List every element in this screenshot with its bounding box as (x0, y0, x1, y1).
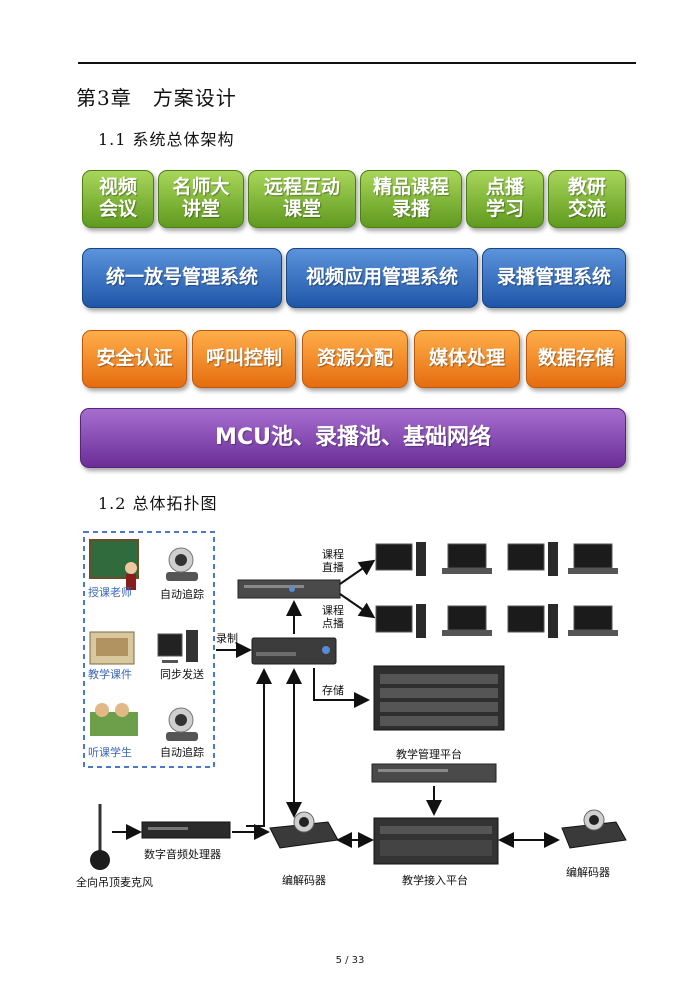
audio-processor-device (141, 821, 231, 839)
streaming-server (237, 579, 341, 599)
mic-label: 全向吊顶麦克风 (76, 876, 153, 889)
arch-box-call-control: 呼叫控制 (192, 330, 296, 388)
client-laptop-1 (442, 543, 492, 574)
section-title-topology: 1.2 总体拓扑图 (98, 494, 218, 513)
students-icon (90, 703, 138, 736)
teacher-label: 授课老师 (88, 586, 132, 599)
students-label: 听课学生 (88, 746, 132, 759)
topology-diagram: 授课老师 自动追踪 教学课件 同步发送 听课学生 自动追踪 录制 课程 直播 课… (76, 522, 636, 892)
teacher-icon (89, 539, 139, 590)
courseware-label: 教学课件 (88, 668, 132, 681)
classroom-frame (83, 531, 215, 768)
ceiling-mic-icon (90, 804, 110, 870)
arch-box-vod-learning: 点播 学习 (466, 170, 544, 228)
arch-box-security-auth: 安全认证 (82, 330, 187, 388)
arch-box-label: 统一放号管理系统 (105, 266, 258, 289)
arch-box-label: 视频 会议 (98, 176, 137, 220)
arch-box-label: 录播管理系统 (496, 266, 611, 289)
access-platform-label: 教学接入平台 (402, 874, 468, 887)
arch-box-resource-allocation: 资源分配 (302, 330, 408, 388)
arch-box-infrastructure: MCU池、录播池、基础网络 (80, 408, 626, 468)
live-label: 课程 直播 (322, 548, 344, 575)
arch-box-media-processing: 媒体处理 (414, 330, 520, 388)
client-laptop-3 (442, 605, 492, 636)
client-desktop-4 (507, 604, 558, 638)
header-rule (78, 62, 636, 64)
mgmt-platform-label: 教学管理平台 (396, 748, 462, 761)
storage-array (373, 665, 505, 731)
arch-box-label: 资源分配 (316, 347, 393, 370)
arch-box-label: 媒体处理 (428, 347, 505, 370)
recorder-device (251, 637, 337, 665)
codec-2-label: 编解码器 (566, 866, 610, 879)
arch-box-remote-classroom: 远程互动 课堂 (248, 170, 356, 228)
vod-label: 课程 点播 (322, 604, 344, 631)
audio-processor-label: 数字音频处理器 (144, 848, 221, 861)
client-desktop-1 (375, 542, 426, 576)
access-platform-device (373, 817, 499, 865)
codec-1-device (269, 811, 339, 849)
auto-track-label-2: 自动追踪 (160, 746, 204, 759)
topology-graphic (83, 531, 627, 870)
codec-2-device (561, 809, 627, 849)
arch-box-recording-mgmt: 录播管理系统 (482, 248, 626, 308)
codec-1-label: 编解码器 (282, 874, 326, 887)
mgmt-server (371, 763, 497, 783)
arch-box-master-lecture: 名师大 讲堂 (158, 170, 244, 228)
arch-box-label: 远程互动 课堂 (263, 176, 340, 220)
arch-box-course-recording: 精品课程 录播 (360, 170, 462, 228)
arch-box-label: 教研 交流 (567, 176, 606, 220)
sync-send-label: 同步发送 (160, 668, 204, 681)
auto-track-label-1: 自动追踪 (160, 588, 204, 601)
arch-box-label: MCU池、录播池、基础网络 (215, 425, 491, 451)
client-laptop-2 (568, 543, 618, 574)
client-laptop-4 (568, 605, 618, 636)
camera-icon-2 (166, 707, 198, 741)
arch-box-label: 点播 学习 (485, 176, 524, 220)
arch-box-label: 安全认证 (96, 347, 173, 370)
arch-box-unified-number-mgmt: 统一放号管理系统 (82, 248, 282, 308)
client-desktop-2 (507, 542, 558, 576)
arch-box-research-exchange: 教研 交流 (548, 170, 626, 228)
pc-icon-sync (157, 630, 198, 663)
arch-box-label: 视频应用管理系统 (305, 266, 458, 289)
courseware-icon (89, 631, 135, 665)
arch-box-data-storage: 数据存储 (526, 330, 626, 388)
arch-box-video-app-mgmt: 视频应用管理系统 (286, 248, 478, 308)
section-title-architecture: 1.1 系统总体架构 (98, 130, 235, 149)
page-number: 5 / 33 (335, 955, 365, 966)
arch-box-label: 名师大 讲堂 (172, 176, 230, 220)
chapter-title: 第3章 方案设计 (76, 86, 237, 110)
arch-box-label: 数据存储 (537, 347, 614, 370)
client-desktop-3 (375, 604, 426, 638)
arch-box-video-conference: 视频 会议 (82, 170, 154, 228)
arch-box-label: 精品课程 录播 (372, 176, 449, 220)
camera-icon-1 (166, 547, 198, 581)
record-label: 录制 (216, 632, 238, 645)
arch-box-label: 呼叫控制 (205, 347, 282, 370)
storage-label: 存储 (322, 684, 344, 697)
